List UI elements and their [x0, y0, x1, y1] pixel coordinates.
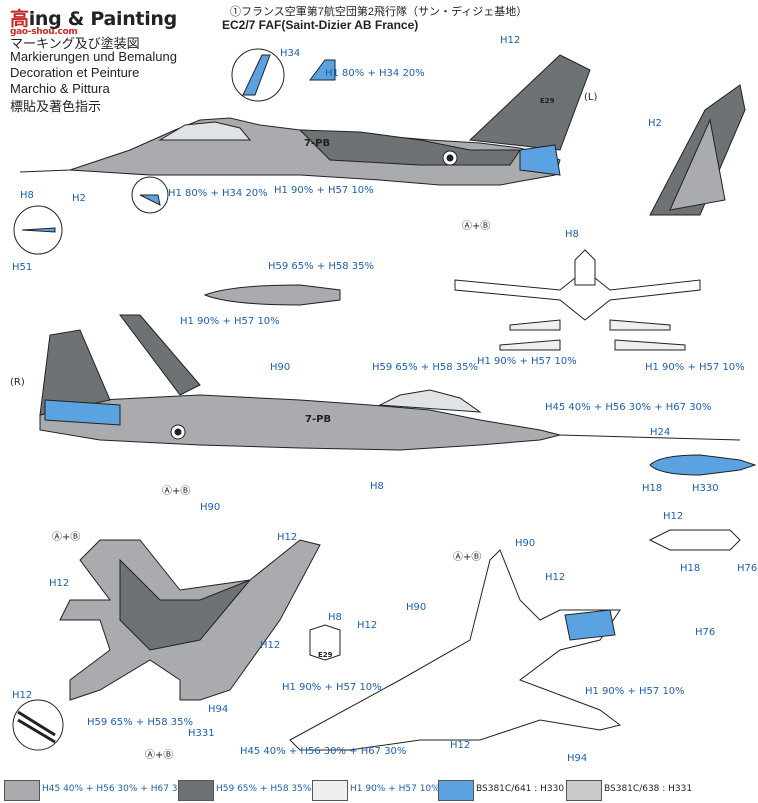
fuel-tank: [648, 529, 741, 551]
legend-label-4: BS381C/638 : H331: [604, 784, 693, 794]
callout-h76-tank: H76: [737, 563, 758, 574]
callout-h2-left: H2: [72, 193, 86, 204]
callout-h24: H24: [650, 427, 671, 438]
legend-label-0: H45 40% + H56 30% + H67 30%: [42, 784, 192, 794]
front-view-aircraft: [454, 249, 701, 351]
lang-german: Markierungen und Bemalung: [10, 49, 177, 64]
callout-ab-bottom: Ⓐ+Ⓑ: [145, 750, 174, 761]
tail-code-top: 7-PB: [304, 138, 331, 149]
callout-h59-h58-tank: H59 65% + H58 35%: [268, 261, 375, 272]
watermark-text: 高: [10, 8, 29, 30]
callout-h331: H331: [188, 728, 215, 739]
view-label-left: (L): [584, 92, 598, 103]
callout-h12-top-c: H12: [260, 640, 281, 651]
legend-swatch-2: [312, 780, 348, 801]
callout-h12-bottom-b: H12: [357, 620, 378, 631]
unit-japanese: ①フランス空軍第7航空団第2飛行隊（サン・ディジェ基地）: [230, 6, 528, 18]
callout-h8-right: H8: [565, 229, 579, 240]
callout-h51: H51: [12, 262, 33, 273]
lang-italian: Marchio & Pittura: [10, 81, 110, 96]
callout-ab-top: Ⓐ+Ⓑ: [462, 221, 491, 232]
color-legend: H45 40% + H56 30% + H67 30% H59 65% + H5…: [0, 778, 758, 802]
callout-h1-h57-bottom: H1 90% + H57 10%: [585, 686, 685, 697]
callout-h12-top: H12: [500, 35, 521, 46]
site-watermark: gao-shou.com: [10, 27, 78, 37]
legend-label-3: BS381C/641 : H330: [476, 784, 565, 794]
side-view-right-aircraft: [39, 314, 741, 451]
callout-h8-detail: H8: [328, 612, 342, 623]
callout-h1-h57-tank: H1 90% + H57 10%: [180, 316, 280, 327]
callout-h12-top-b: H12: [49, 578, 70, 589]
side-view-left-aircraft: [19, 54, 591, 186]
callout-h8-low: H8: [370, 481, 384, 492]
bottom-view-aircraft: [289, 549, 622, 751]
legend-label-2: H1 90% + H57 10%: [350, 784, 440, 794]
callout-h76-bottom: H76: [695, 627, 716, 638]
callout-three-mix-bottom: H45 40% + H56 30% + H67 30%: [240, 746, 407, 757]
callout-h90-bottom: H90: [515, 538, 536, 549]
fin-code-detail: E29: [318, 651, 333, 659]
callout-h1-h57-side: H1 90% + H57 10%: [274, 185, 374, 196]
callout-h1-h34-low: H1 80% + H34 20%: [168, 188, 268, 199]
callout-h1-h57-detail: H1 90% + H57 10%: [282, 682, 382, 693]
callout-h18-bomb: H18: [642, 483, 663, 494]
bomb: [649, 454, 757, 476]
fin-code-top: E29: [540, 97, 555, 105]
callout-h90-side: H90: [270, 362, 291, 373]
title-main: ing & Painting: [28, 8, 178, 30]
legend-swatch-4: [566, 780, 602, 801]
callout-h18-tank: H18: [680, 563, 701, 574]
callout-h34: H34: [280, 48, 301, 59]
callout-h12-tank: H12: [663, 511, 684, 522]
callout-h1-h57-front-left: H1 90% + H57 10%: [477, 356, 577, 367]
lang-chinese: 標貼及著色指示: [10, 99, 102, 114]
callout-three-mix-side: H45 40% + H56 30% + H67 30%: [545, 402, 712, 413]
callout-h2-right: H2: [648, 118, 662, 129]
callout-h59-h58-top: H59 65% + H58 35%: [87, 717, 194, 728]
legend-label-1: H59 65% + H58 35%: [216, 784, 312, 794]
unit-english: EC2/7 FAF(Saint-Dizier AB France): [222, 18, 419, 32]
drop-tank: [203, 284, 341, 306]
callout-h330-bomb: H330: [692, 483, 719, 494]
lang-french: Decoration et Peinture: [10, 65, 140, 80]
callout-h12-top-a: H12: [277, 532, 298, 543]
tail-fin-top-right: [649, 84, 746, 216]
callout-ab-bottom-right: Ⓐ+Ⓑ: [453, 552, 482, 563]
view-label-right: (R): [10, 377, 25, 388]
tail-code-side: 7-PB: [305, 414, 332, 425]
callout-h90-top: H90: [200, 502, 221, 513]
callout-h90-bottom-b: H90: [406, 602, 427, 613]
callout-ab-left: Ⓐ+Ⓑ: [52, 532, 81, 543]
callout-h1-h34-top: H1 80% + H34 20%: [325, 68, 425, 79]
callout-h8-left: H8: [20, 190, 34, 201]
legend-swatch-3: [438, 780, 474, 801]
callout-h12-detail: H12: [12, 690, 33, 701]
callout-h1-h57-front-right: H1 90% + H57 10%: [645, 362, 745, 373]
callout-h12-bottom-c: H12: [450, 740, 471, 751]
top-view-aircraft: [59, 539, 321, 701]
legend-swatch-0: [4, 780, 40, 801]
callout-h94-bottom: H94: [567, 753, 588, 764]
callout-ab-side: Ⓐ+Ⓑ: [162, 486, 191, 497]
callout-h59-h58-side: H59 65% + H58 35%: [372, 362, 479, 373]
legend-swatch-1: [178, 780, 214, 801]
lang-japanese: マーキング及び塗装図: [10, 36, 140, 51]
callout-h94-top: H94: [208, 704, 229, 715]
callout-h12-bottom-a: H12: [545, 572, 566, 583]
page-title: 高ing & Painting gao-shou.com: [10, 4, 178, 37]
